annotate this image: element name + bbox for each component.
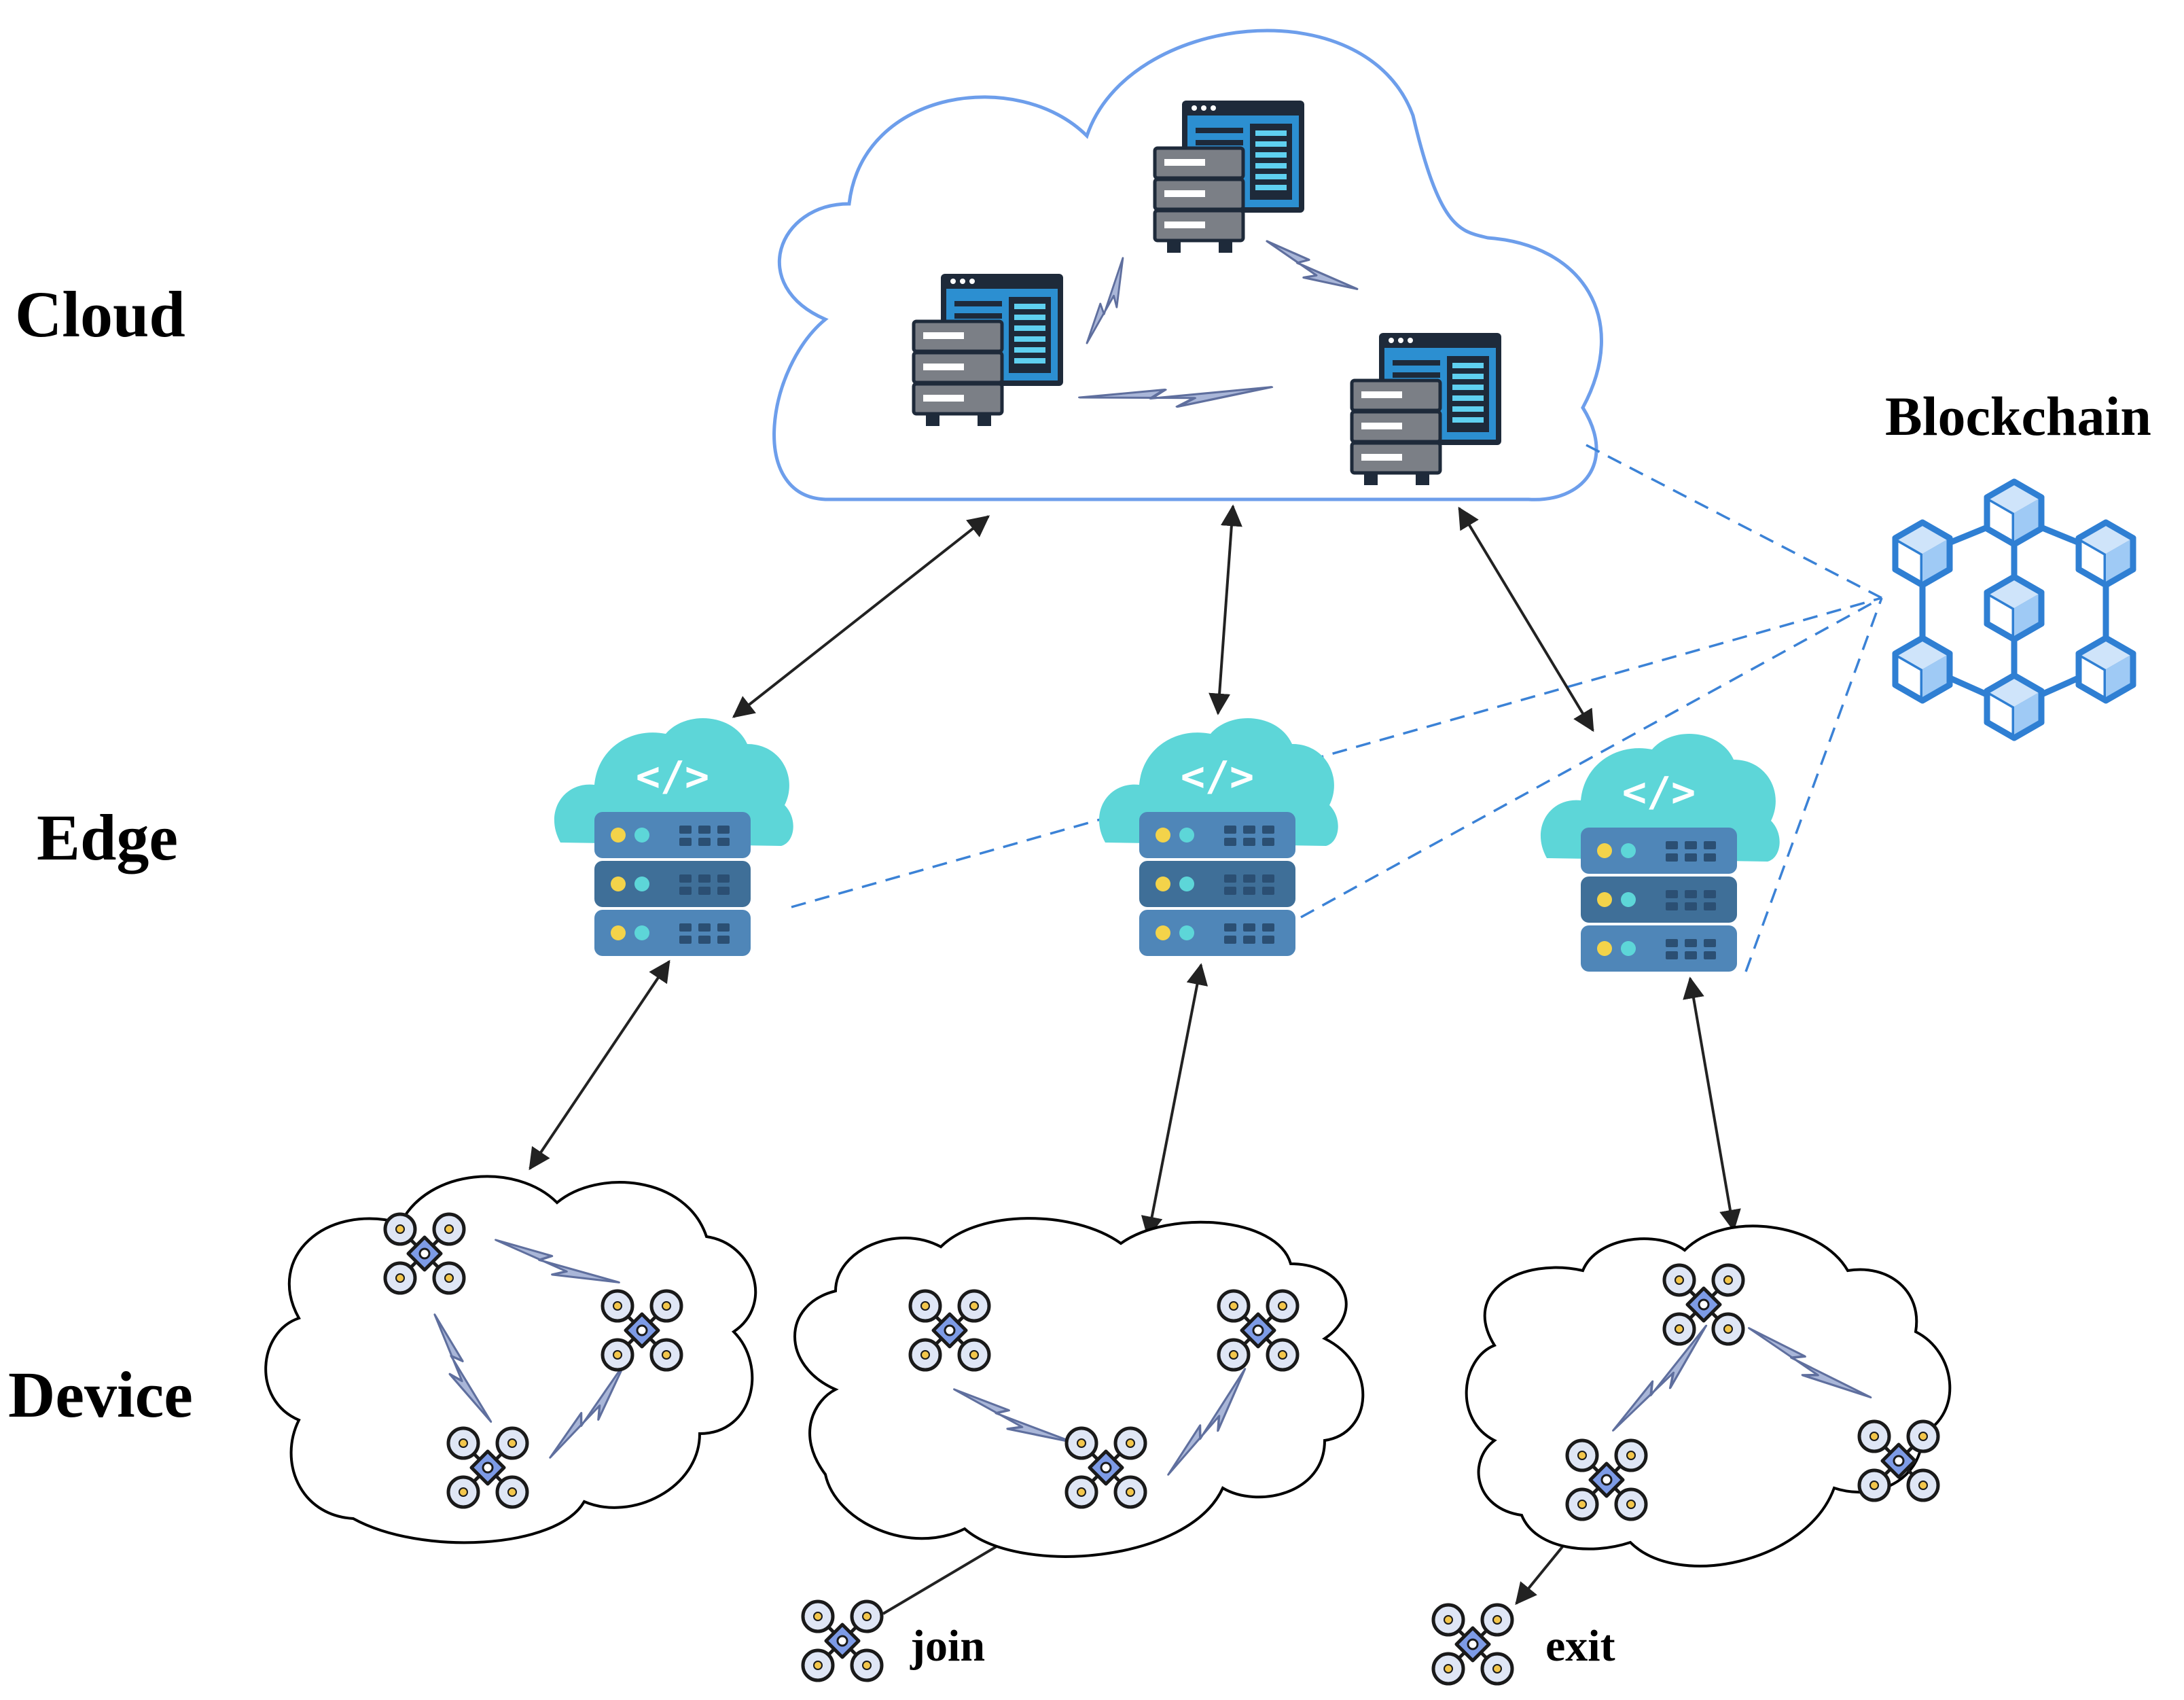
drone-icon [803,1601,882,1680]
tier-label-device: Device [8,1358,193,1431]
tier-label-cloud: Cloud [15,278,185,351]
exit-label: exit [1545,1621,1615,1671]
edge-server-icon [1098,718,1338,956]
blockchain-links [791,444,1883,972]
device-cloud-shape [1465,1224,1952,1568]
blockchain-icon [1895,482,2133,738]
blockchain-label: Blockchain [1885,385,2151,447]
join-label: join [910,1621,986,1671]
drone-icon [1433,1605,1512,1684]
tier-label-edge: Edge [37,801,179,874]
edge-server-icon [1540,734,1780,972]
edge-server-icon [554,718,793,956]
